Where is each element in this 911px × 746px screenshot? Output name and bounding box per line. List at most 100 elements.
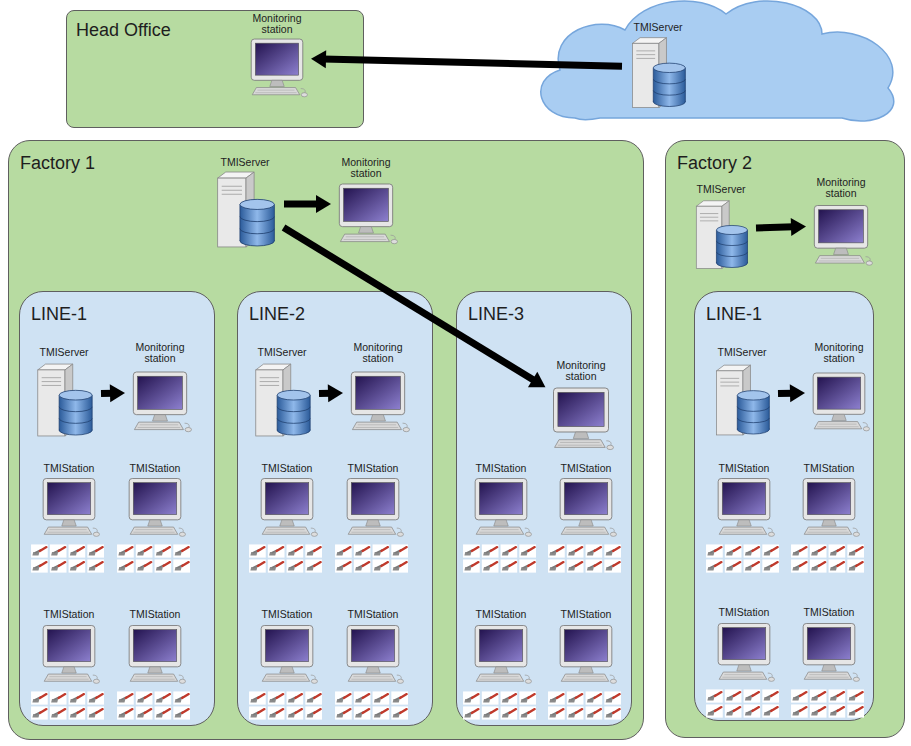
icon-part [280, 520, 294, 526]
icon-part [262, 527, 310, 534]
icon-part [819, 258, 862, 261]
icon-part [564, 483, 607, 515]
icon-part [351, 630, 394, 662]
icon-part [610, 528, 615, 532]
icon-part [866, 257, 871, 261]
icon-part [564, 530, 605, 533]
site-area: Factory 1TMIServerMonitoring stationLINE… [8, 140, 644, 740]
icon-part [130, 527, 178, 534]
icon-part [240, 204, 274, 240]
icon-part [93, 675, 98, 679]
icon-part [265, 677, 306, 680]
icon-part [866, 261, 872, 265]
monitor-icon [470, 476, 532, 543]
icon-part [351, 483, 394, 515]
icon-part [653, 63, 685, 72]
icon-part [564, 677, 605, 680]
icon-part [475, 479, 527, 520]
icon-part [610, 675, 615, 679]
icon-part [479, 483, 522, 515]
node-label: TMIStation [342, 463, 404, 474]
node-label: Monitoring station [334, 157, 398, 179]
icon-part [822, 520, 836, 526]
workstation-node: TMIStation [798, 463, 860, 543]
node-label: TMIServer [248, 347, 316, 358]
icon-part [371, 415, 386, 421]
icon-part [134, 422, 183, 429]
icon-part [863, 427, 869, 431]
node-label: TMIStation [256, 609, 318, 620]
icon-part [359, 227, 374, 233]
monitor-icon [342, 476, 404, 543]
icon-part [301, 89, 305, 93]
icon-part [561, 527, 609, 534]
icon-part [813, 373, 865, 414]
workstation-node: TMIStation [555, 463, 617, 543]
workstation-node: TMIStation [124, 463, 186, 543]
monitor-icon [555, 476, 617, 543]
icon-part [185, 423, 190, 427]
icon-part [807, 483, 850, 515]
icon-part [737, 665, 751, 671]
icon-part [560, 479, 612, 520]
node-label: TMIStation [555, 609, 617, 620]
icon-part [814, 422, 862, 429]
monitor-icon [334, 181, 398, 251]
icon-part [558, 392, 604, 426]
server-node: TMIServer [709, 347, 775, 442]
icon-part [277, 390, 310, 400]
icon-part [47, 530, 88, 533]
icon-part [853, 532, 859, 536]
icon-part [737, 395, 769, 429]
icon-part [348, 527, 396, 534]
monitor-icon [38, 476, 100, 543]
icon-part [352, 422, 401, 429]
monitor-icon [713, 620, 775, 689]
icon-part [93, 532, 99, 536]
icon-part [525, 675, 530, 679]
icon-part [265, 630, 308, 662]
icon-part [397, 532, 403, 536]
icon-part [133, 483, 176, 515]
workstation-node: Monitoring station [809, 177, 873, 274]
icon-part [138, 376, 183, 409]
icon-part [397, 528, 402, 532]
icon-part [351, 530, 392, 533]
icon-part [347, 626, 399, 667]
icon-part [807, 628, 850, 660]
icon-part [179, 675, 184, 679]
icon-part [62, 520, 76, 526]
icon-part [391, 235, 396, 239]
icon-part [133, 677, 174, 680]
node-label: TMIStation [342, 609, 404, 620]
icon-part [351, 372, 404, 415]
production-line: LINE-1TMIServerMonitoring stationTMIStat… [19, 291, 215, 726]
icon-part [822, 665, 836, 671]
monitor-icon [38, 622, 100, 691]
workstation-node: Monitoring station [128, 342, 192, 442]
icon-part [240, 199, 274, 209]
production-line: LINE-1TMIServerMonitoring stationTMIStat… [694, 291, 874, 721]
icon-part [803, 479, 855, 520]
icon-part [476, 527, 524, 534]
icon-part [59, 407, 92, 424]
icon-part [44, 674, 92, 681]
icon-part [737, 407, 769, 423]
icon-part [716, 241, 747, 257]
icon-part [44, 527, 92, 534]
icon-part [351, 677, 392, 680]
icon-part [265, 530, 306, 533]
workstation-node: TMIStation [470, 463, 532, 543]
icon-part [737, 520, 751, 526]
icon-part [558, 442, 602, 445]
icon-part [653, 68, 685, 102]
node-label: TMIServer [689, 184, 753, 195]
icon-part [573, 432, 588, 439]
workstation-node: TMIStation [256, 463, 318, 543]
monitor-icon [256, 476, 318, 543]
monitor-icon [124, 476, 186, 543]
icon-part [47, 677, 88, 680]
monitor-icon [798, 476, 860, 543]
icon-part [339, 184, 392, 227]
